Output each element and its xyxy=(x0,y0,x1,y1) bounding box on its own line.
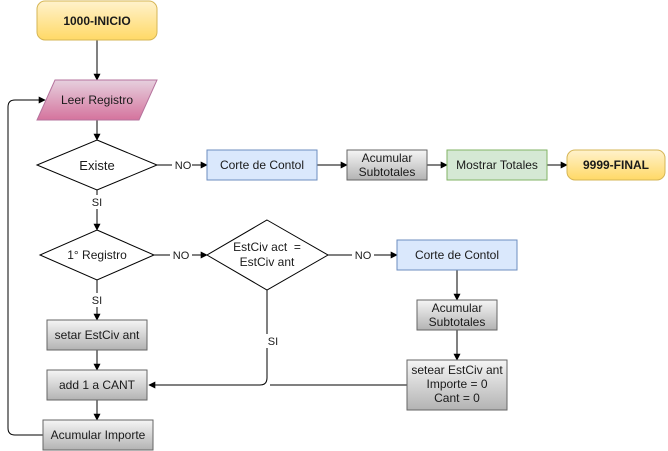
edge-estciv-si-add xyxy=(148,290,268,389)
node-inicio-label: 1000-INICIO xyxy=(63,14,130,28)
node-inicio[interactable]: 1000-INICIO xyxy=(36,0,158,41)
label-estciv-si: SI xyxy=(268,336,278,348)
node-setear-reset[interactable]: setear EstCiv ant Importe = 0 Cant = 0 xyxy=(406,359,508,411)
node-mostrar-totales-label: Mostrar Totales xyxy=(456,158,538,172)
node-acumular-subtotales-2[interactable]: Acumular Subtotales xyxy=(416,299,498,331)
label-existe-no: NO xyxy=(175,160,192,172)
label-registro-si: SI xyxy=(92,295,102,307)
node-acumular-importe-label: Acumular Importe xyxy=(51,428,146,442)
node-corte-de-contol-1-label: Corte de Contol xyxy=(220,158,304,172)
node-estciv-decision[interactable]: EstCiv act = EstCiv ant xyxy=(206,219,330,291)
node-add-cant-label: add 1 a CANT xyxy=(59,378,136,392)
node-final[interactable]: 9999-FINAL xyxy=(566,149,666,181)
node-setar-estciv-ant[interactable]: setar EstCiv ant xyxy=(46,319,148,351)
node-setear-reset-line2: Importe = 0 xyxy=(426,377,487,391)
node-acumular-importe[interactable]: Acumular Importe xyxy=(42,419,154,451)
node-acumular-subtotales-1[interactable]: Acumular Subtotales xyxy=(346,149,428,181)
node-mostrar-totales[interactable]: Mostrar Totales xyxy=(446,149,548,181)
node-add-cant[interactable]: add 1 a CANT xyxy=(46,369,148,401)
node-setear-reset-line3: Cant = 0 xyxy=(434,391,480,405)
node-final-label: 9999-FINAL xyxy=(583,158,649,172)
edge-labels: NO SI NO SI NO SI xyxy=(87,158,374,348)
node-primer-registro-label: 1° Registro xyxy=(67,248,127,262)
node-acumular-subtotales-1-line1: Acumular xyxy=(362,151,413,165)
node-existe[interactable]: Existe xyxy=(35,139,159,191)
edge-loop-leer xyxy=(7,96,46,436)
node-primer-registro[interactable]: 1° Registro xyxy=(38,229,156,281)
node-corte-de-contol-1[interactable]: Corte de Contol xyxy=(206,149,318,181)
node-acumular-subtotales-1-line2: Subtotales xyxy=(359,165,416,179)
node-acumular-subtotales-2-line1: Acumular xyxy=(432,301,483,315)
node-existe-label: Existe xyxy=(79,158,114,173)
node-estciv-decision-line2: EstCiv ant xyxy=(240,255,295,269)
node-setear-reset-line1: setear EstCiv ant xyxy=(411,363,503,377)
node-acumular-subtotales-2-line2: Subtotales xyxy=(429,315,486,329)
connectors xyxy=(7,40,568,436)
node-estciv-decision-line1: EstCiv act = xyxy=(233,240,301,254)
label-estciv-no: NO xyxy=(355,250,372,262)
label-registro-no: NO xyxy=(173,250,190,262)
node-corte-de-contol-2[interactable]: Corte de Contol xyxy=(396,239,518,271)
label-existe-si: SI xyxy=(92,197,102,209)
node-corte-de-contol-2-label: Corte de Contol xyxy=(415,248,499,262)
node-leer-registro[interactable]: Leer Registro xyxy=(36,79,158,121)
node-leer-registro-label: Leer Registro xyxy=(61,93,133,107)
node-setar-estciv-ant-label: setar EstCiv ant xyxy=(55,328,140,342)
